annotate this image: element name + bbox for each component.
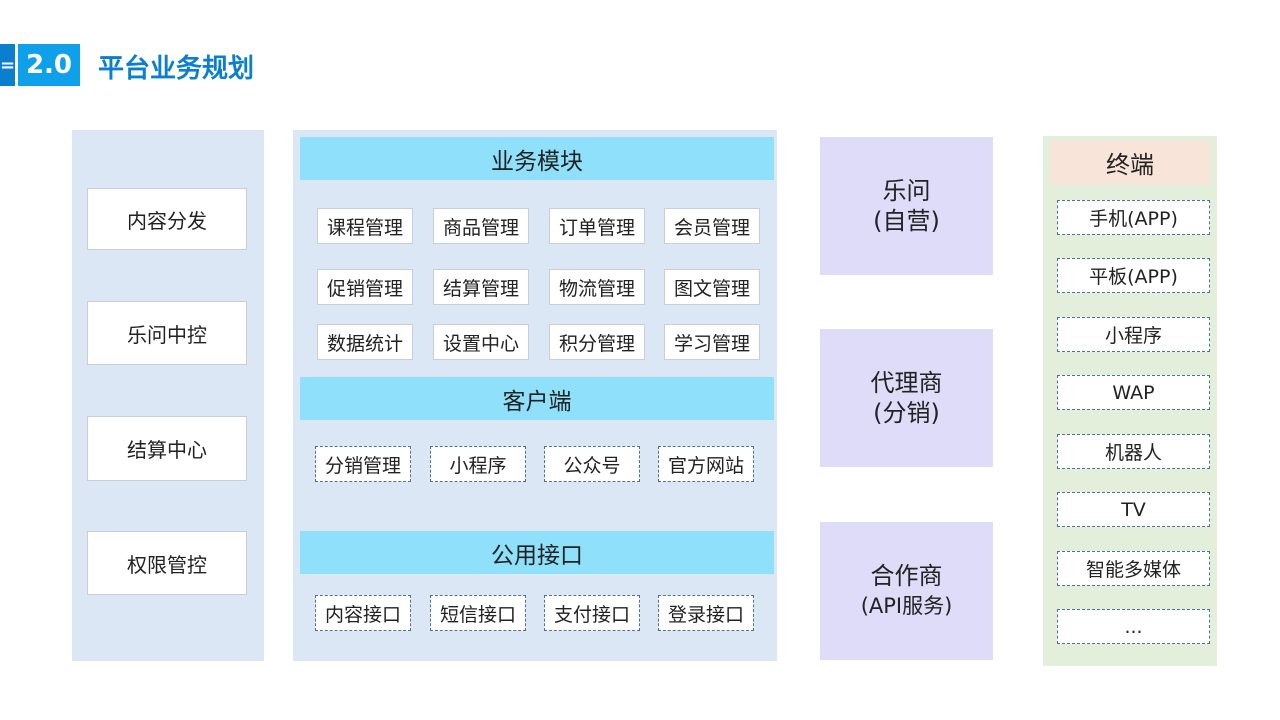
module-item: 图文管理 — [664, 269, 760, 305]
client-header: 客户端 — [300, 377, 774, 420]
client-item: 官方网站 — [658, 446, 754, 482]
partner-type: (API服务) — [860, 594, 953, 618]
partner-agent: 代理商 (分销) — [820, 329, 993, 467]
api-item: 登录接口 — [658, 595, 754, 631]
terminal-item: WAP — [1057, 375, 1210, 410]
left-item-permission-control: 权限管控 — [87, 531, 247, 595]
module-item: 促销管理 — [317, 269, 413, 305]
module-item: 设置中心 — [433, 324, 529, 360]
left-item-content-distribution: 内容分发 — [87, 188, 247, 250]
module-item: 会员管理 — [664, 208, 760, 244]
partner-name: 代理商 — [870, 369, 943, 397]
module-item: 学习管理 — [664, 324, 760, 360]
client-item: 公众号 — [544, 446, 640, 482]
module-item: 数据统计 — [317, 324, 413, 360]
public-api-header: 公用接口 — [300, 531, 774, 574]
api-item: 短信接口 — [430, 595, 526, 631]
client-item: 小程序 — [430, 446, 526, 482]
terminal-item: ... — [1057, 609, 1210, 644]
module-item: 课程管理 — [317, 208, 413, 244]
partner-type: (自营) — [873, 207, 940, 235]
module-item: 结算管理 — [433, 269, 529, 305]
partner-cooperator: 合作商 (API服务) — [820, 522, 993, 660]
partner-type: (分销) — [873, 399, 940, 427]
module-item: 商品管理 — [433, 208, 529, 244]
terminal-item: TV — [1057, 492, 1210, 527]
partner-name: 合作商 — [870, 562, 943, 590]
module-item: 订单管理 — [549, 208, 645, 244]
left-item-central-control: 乐问中控 — [87, 301, 247, 365]
business-modules-header: 业务模块 — [300, 137, 774, 180]
page-title: 平台业务规划 — [98, 53, 255, 84]
equals-icon: = — [0, 54, 16, 76]
api-item: 内容接口 — [315, 595, 411, 631]
terminal-item: 平板(APP) — [1057, 258, 1210, 293]
partner-name: 乐问 — [882, 177, 931, 205]
terminals-header: 终端 — [1050, 141, 1210, 184]
partner-self-operated: 乐问 (自营) — [820, 137, 993, 275]
terminal-item: 智能多媒体 — [1057, 551, 1210, 586]
header-accent-bar: = — [0, 44, 15, 86]
section-number: 2.0 — [18, 44, 80, 86]
client-item: 分销管理 — [315, 446, 411, 482]
api-item: 支付接口 — [544, 595, 640, 631]
terminal-item: 小程序 — [1057, 317, 1210, 352]
module-item: 积分管理 — [549, 324, 645, 360]
terminal-item: 机器人 — [1057, 434, 1210, 469]
left-item-settlement-center: 结算中心 — [87, 416, 247, 481]
module-item: 物流管理 — [549, 269, 645, 305]
terminal-item: 手机(APP) — [1057, 200, 1210, 235]
